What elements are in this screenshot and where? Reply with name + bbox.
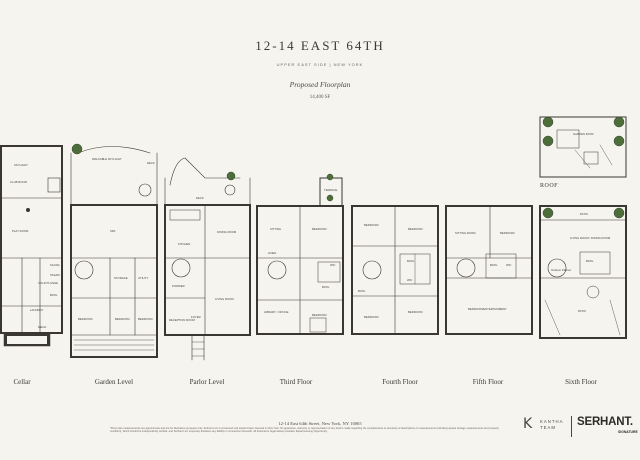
room-label: LIBRARY / OFFICE [264,310,289,314]
page-subtitle: UPPER EAST SIDE | NEW YORK [276,62,364,67]
property-address: 12-14 East 64th Street, New York, NY 100… [278,421,362,426]
room-label: BEDROOM [312,313,327,317]
tree-icon [613,135,625,147]
serhant-logo: SERHANT. [577,416,633,428]
level-label-fourth: Fourth Floor [382,378,418,386]
room-label: PATIO [580,212,589,216]
tree-icon [326,194,334,202]
room-label: UTILITY [138,276,149,280]
room-label: SKYLIGHT [14,163,28,167]
disclaimer: *Floor plan measurements are approximate… [110,427,499,434]
room-label: POWDER [172,284,185,288]
parlor-level-plan [164,157,251,361]
level-label-garden: Garden Level [94,378,134,386]
sixth-floor-plan [539,205,627,339]
room-label: COLD PLUNGE [38,281,58,285]
room-label: BEDROOM [408,310,423,314]
team-word: TEAM [540,425,556,430]
room-label: BEDROOM [408,227,423,231]
level-label-parlor: Parlor Level [189,378,225,386]
plan-caption: Proposed Floorplan [289,80,351,89]
room-label: KITCHEN [178,242,190,246]
room-label: BATH [490,263,497,267]
page-title: 12-14 EAST 64TH [255,38,385,53]
room-label: RECEPTION ROOM [169,318,195,322]
room-label: CLUB ROOM [10,180,28,184]
room-label: WIC [407,278,412,282]
room-label: BEDROOM/ENTERTAINMENT [468,307,507,311]
room-label: BATH [586,259,593,263]
fourth-floor-plan [351,205,439,335]
room-label: LINEN [268,251,276,255]
room-label: BEDROOM [364,223,379,227]
room-label: MECH [38,325,46,329]
room-label: DINING ROOM [217,230,237,234]
room-label: SITTING [270,227,281,231]
room-label: PATIO [578,309,587,313]
room-label: STEAM [50,273,60,277]
signature-tag: SIGNATURE [618,430,638,434]
room-label: SITTING ROOM [455,231,476,235]
room-label: Outdoor Kitchen [551,268,572,272]
room-label: SPA [110,229,116,233]
square-footage: 14,400 SF [309,95,331,100]
level-label-sixth: Sixth Floor [565,378,597,386]
level-label-cellar: Cellar [13,378,31,386]
room-label: WIC [330,263,335,267]
room-label: WIC [506,263,511,267]
tree-icon [542,135,554,147]
level-label-third: Third Floor [279,378,313,386]
room-label: BEDROOM [115,317,130,321]
third-floor-plan [256,177,344,335]
room-label: LAUNDRY [30,308,43,312]
room-label: BEDROOM [138,317,153,321]
room-label: SAUNA [50,263,60,267]
garden-level-plan [70,146,158,358]
tree-icon [613,116,625,128]
room-label: BEDROOM [312,227,327,231]
kantha-word: KANTHA [540,419,564,424]
room-label: GARDEN ROOF [573,132,594,136]
tree-icon [542,116,554,128]
level-label-fifth: Fifth Floor [472,378,504,386]
roof-label: ROOF [540,183,559,189]
room-label: BATH [50,293,57,297]
room-label: BATH [358,289,365,293]
room-label: PLAY ROOM [12,229,29,233]
room-label: BATH [407,259,414,263]
kantha-team-logo: KANTHA TEAM [540,419,563,431]
room-label: BEDROOM [78,317,93,321]
kantha-logo-icon: K [523,416,533,432]
room-label: FOYER [191,315,201,319]
tree-icon [71,143,83,155]
fifth-floor-plan [445,205,533,335]
room-label: BATH [322,285,329,289]
room-label: LIVING ROOM / DINING ROOM [570,236,611,240]
tree-icon [326,173,334,181]
room-label: DECK [196,196,204,200]
tree-icon [542,207,554,219]
room-label: DECK [147,161,155,165]
cellar-plan [0,145,63,347]
room-label: WALKABLE SKYLIGHT [92,157,122,161]
room-label: LIVING ROOM [215,297,234,301]
tree-icon [613,207,625,219]
room-label: BEDROOM [364,315,379,319]
room-label: BEDROOM [500,231,515,235]
room-label: TERRACE [324,188,337,192]
roof-plan [539,116,627,178]
tree-icon [226,171,236,181]
brand-divider [571,416,572,437]
room-label: STORAGE [114,276,128,280]
